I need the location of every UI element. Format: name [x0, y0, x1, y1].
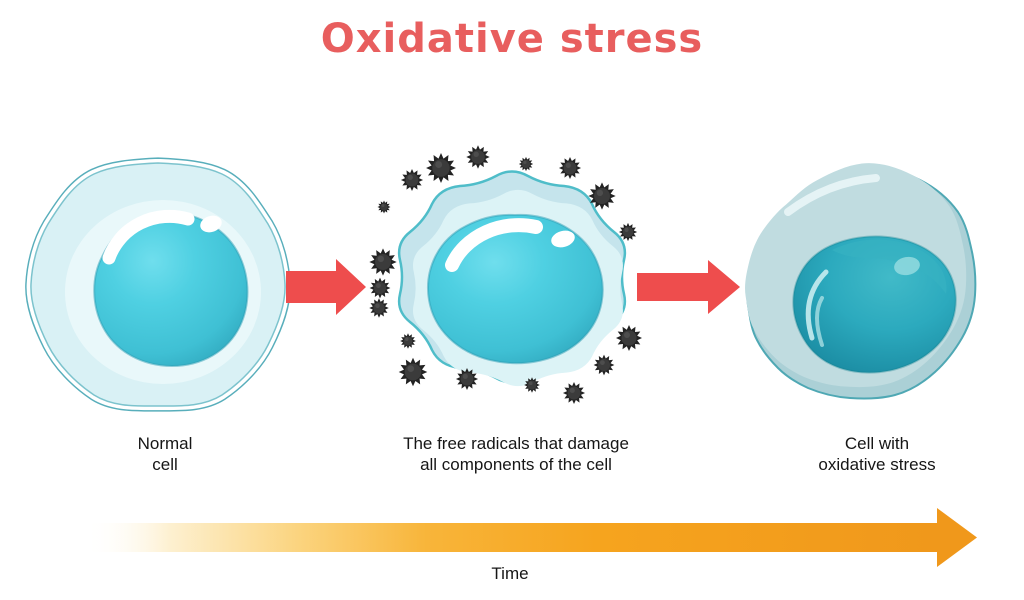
stage-arrow-icon	[286, 259, 366, 315]
nucleus-highlight-icon	[805, 269, 829, 341]
nucleus-highlight-dot-icon	[200, 215, 222, 233]
label-line: all components of the cell	[420, 455, 612, 475]
free-radical-icon	[398, 357, 428, 387]
label-line: cell	[152, 455, 178, 475]
damaged-cell-nucleus	[427, 213, 604, 365]
nucleus-highlight-icon	[445, 218, 543, 272]
normal-cell	[25, 157, 291, 412]
cell-with-oxidative-stress	[745, 163, 977, 400]
cell-sheen-icon	[784, 174, 880, 216]
label-line: oxidative stress	[818, 455, 936, 475]
page-title: Oxidative stress	[320, 16, 704, 62]
free-radical-icon	[562, 381, 586, 405]
free-radical-icon	[369, 248, 397, 276]
free-radical-icon	[400, 333, 416, 349]
nucleus-highlight-icon	[102, 209, 195, 265]
stressed-cell-label: Cell with oxidative stress	[767, 433, 987, 475]
free-radical-icon	[466, 145, 490, 169]
time-arrow-body	[85, 523, 938, 552]
nucleus-highlight-icon	[815, 296, 824, 347]
label-line: The free radicals that damage	[403, 434, 629, 453]
free-radical-icon	[558, 156, 582, 180]
time-arrow-icon	[85, 508, 977, 567]
time-label: Time	[491, 564, 529, 583]
free-radical-icon	[593, 354, 615, 376]
nucleus-highlight-dot-icon	[894, 256, 920, 276]
free-radicals-label: The free radicals that damage all compon…	[366, 433, 666, 475]
free-radical-icon	[369, 298, 389, 318]
normal-cell-label: Normal cell	[65, 433, 265, 475]
stage-arrow-icon	[637, 260, 740, 314]
free-radical-icon	[518, 156, 534, 172]
label-line: Normal	[137, 434, 193, 453]
free-radical-icon	[369, 277, 391, 299]
label-line: Cell with	[844, 434, 910, 453]
normal-cell-nucleus	[93, 210, 249, 368]
free-radical-icon	[616, 325, 642, 351]
free-radical-icon	[426, 153, 456, 183]
time-arrow-head	[937, 508, 977, 567]
nucleus-shading	[832, 239, 947, 294]
cell-attacked-by-free-radicals	[397, 170, 627, 387]
nucleus-highlight-dot-icon	[551, 230, 575, 248]
free-radical-icon	[377, 200, 391, 214]
free-radical-icon	[400, 168, 424, 192]
